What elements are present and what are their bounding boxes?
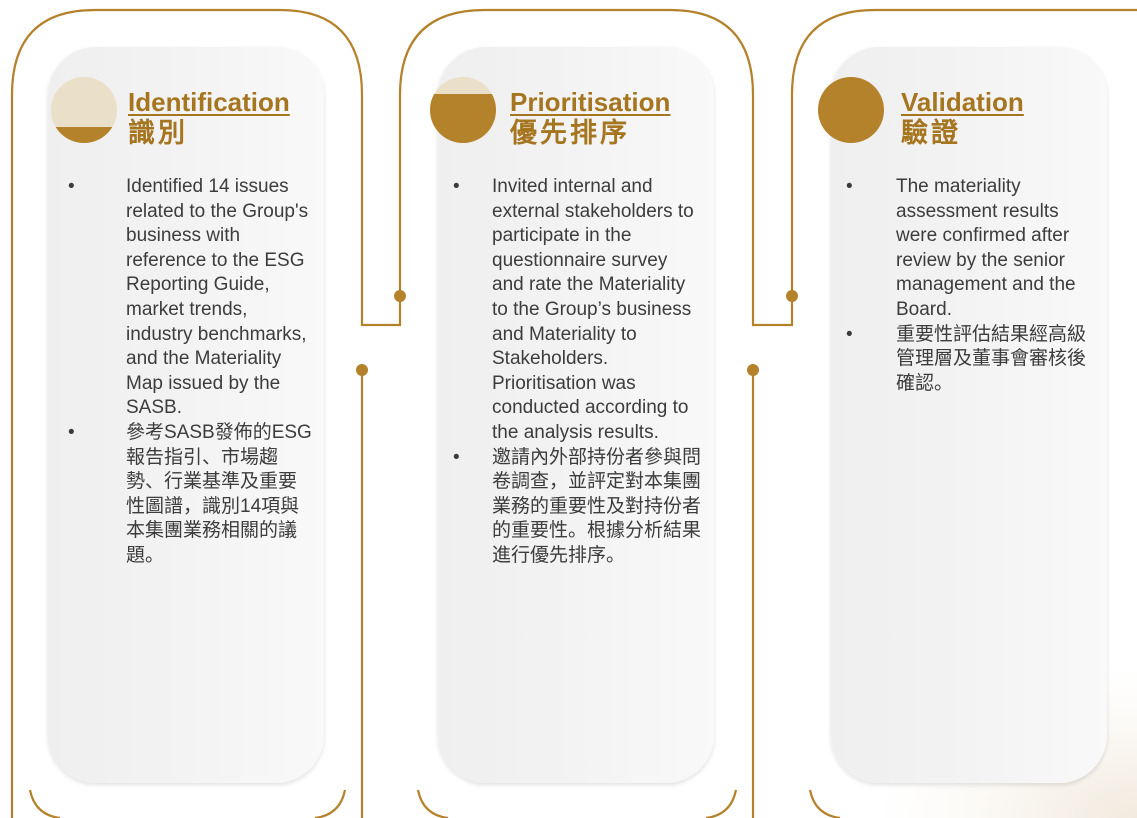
list-item: •重要性評估結果經高級管理層及董事會審核後確認。 [846,323,1087,394]
step-bullet-list: •The materiality assessment results were… [831,175,1107,396]
bullet-icon: • [846,323,853,345]
step-title-zh: 優先排序 [510,118,630,148]
half-filled-disc-icon [430,77,496,143]
connector-dot-1 [394,290,406,302]
list-item: •The materiality assessment results were… [846,176,1076,320]
step-title-en: Prioritisation [510,87,671,117]
step-card-prioritisation: Prioritisation 優先排序 •Invited internal an… [430,47,714,783]
step-bullet-list: •Invited internal and external stakehold… [438,175,714,569]
filled-disc-icon [818,77,884,143]
step-card-validation: Validation 驗證 •The materiality assessmen… [818,47,1107,783]
step-bullet-list: •Identified 14 issues related to the Gro… [48,175,324,569]
step-card-identification: Identification 識別 •Identified 14 issues … [48,47,324,783]
list-item: •Invited internal and external stakehold… [453,176,694,443]
connector-arc-bottom-3 [416,789,449,818]
bullet-icon: • [453,176,460,197]
step-title: Validation 驗證 [901,87,1024,149]
step-title-zh: 驗證 [901,118,961,148]
list-item: •Identified 14 issues related to the Gro… [68,176,309,419]
bullet-icon: • [68,421,75,443]
connector-arc-bottom-1 [28,789,61,818]
step-title: Prioritisation 優先排序 [510,87,670,149]
connector-dot-4 [747,364,759,376]
step-title: Identification 識別 [128,87,290,149]
connector-arc-bottom-2 [314,789,347,818]
half-filled-disc-icon [51,77,117,143]
connector-dot-3 [786,290,798,302]
list-item: •邀請內外部持份者參與問卷調查，並評定對本集團業務的重要性及對持份者的重要性。根… [453,446,702,566]
connector-arc-bottom-5 [808,789,841,818]
connector-line-outer-2 [398,8,794,327]
bullet-icon: • [453,446,460,468]
bullet-icon: • [68,176,75,197]
connector-line-outer-1 [10,8,402,818]
connector-arc-bottom-4 [705,789,738,818]
step-title-zh: 識別 [128,118,188,148]
list-item: •參考SASB發佈的ESG報告指引、市場趨勢、行業基準及重要性圖譜，識別14項與… [68,421,312,566]
connector-dot-2 [356,364,368,376]
step-title-en: Validation [901,87,1024,117]
bullet-icon: • [846,176,853,197]
connector-line-outer-3 [790,8,1137,296]
step-title-en: Identification [128,87,290,117]
